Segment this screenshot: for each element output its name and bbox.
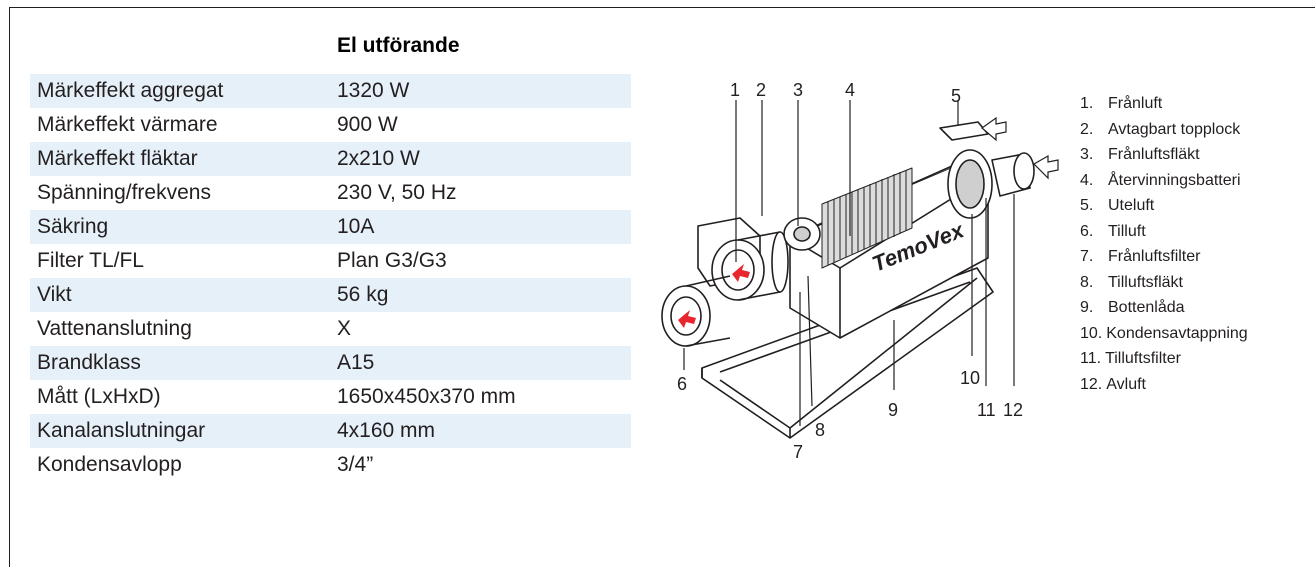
spec-label: Vattenanslutning — [37, 317, 192, 340]
spec-header-title: El utförande — [337, 34, 460, 57]
extract-fan — [783, 217, 821, 251]
spec-value: 1320 W — [337, 79, 410, 102]
spec-label: Brandklass — [37, 351, 141, 374]
legend-item: 12.Avluft — [1080, 375, 1146, 393]
callout-8: 8 — [815, 420, 825, 440]
spec-value: X — [337, 317, 352, 340]
callout-3: 3 — [793, 80, 803, 100]
outdoor-air-arrow — [981, 116, 1007, 142]
spec-label: Kondensavlopp — [37, 453, 182, 476]
callout-1: 1 — [730, 80, 740, 100]
callout-10: 10 — [960, 368, 980, 388]
spec-row: Kanalanslutningar 4x160 mm — [30, 414, 631, 448]
document-frame — [9, 7, 1315, 567]
spec-label: Kanalanslutningar — [37, 419, 206, 442]
legend-item: 10.Kondensavtappning — [1080, 324, 1248, 342]
spec-label: Märkeffekt fläktar — [37, 147, 198, 170]
extract-air-arrow — [732, 264, 750, 282]
exhaust-air-arrow — [1033, 154, 1059, 180]
supply-duct — [661, 217, 789, 347]
spec-label: Säkring — [37, 215, 109, 238]
callout-9: 9 — [888, 400, 898, 420]
callout-6: 6 — [677, 374, 687, 394]
spec-header: El utförande — [30, 34, 631, 74]
spec-value: 1650x450x370 mm — [337, 385, 516, 408]
spec-label: Mått (LxHxD) — [37, 385, 161, 408]
spec-row: Brandklass A15 — [30, 346, 631, 380]
legend-item: 11.Tilluftsfilter — [1080, 350, 1181, 367]
spec-value: 230 V, 50 Hz — [337, 181, 457, 204]
heat-exchanger — [821, 167, 913, 269]
callout-5: 5 — [951, 86, 961, 106]
spec-table: El utförande Märkeffekt aggregat 1320 W … — [30, 34, 631, 482]
spec-row: Säkring 10A — [30, 210, 631, 244]
spec-row: Vattenanslutning X — [30, 312, 631, 346]
spec-value: 3/4” — [337, 453, 374, 476]
spec-row: Märkeffekt värmare 900 W — [30, 108, 631, 142]
ventilation-unit-diagram: TemoVex 1 2 3 4 5 6 7 8 9 10 11 12 — [661, 80, 1059, 462]
spec-label: Vikt — [37, 283, 72, 306]
spec-row: Märkeffekt aggregat 1320 W — [30, 74, 631, 108]
spec-row: Filter TL/FL Plan G3/G3 — [30, 244, 631, 278]
legend-item: 4.Återvinningsbatteri — [1080, 171, 1241, 189]
spec-value: Plan G3/G3 — [337, 249, 447, 272]
callout-11: 11 — [977, 400, 996, 420]
outline-arrows — [981, 116, 1059, 180]
leader-lines — [683, 100, 1015, 426]
supply-air-arrow — [678, 310, 696, 328]
legend-item: 9.Bottenlåda — [1080, 299, 1185, 316]
spec-row: Märkeffekt fläktar 2x210 W — [30, 142, 631, 176]
spec-value: 2x210 W — [337, 147, 420, 170]
callout-2: 2 — [756, 80, 766, 100]
parts-legend: 1.Frånluft 2.Avtagbart topplock 3.Frånlu… — [1080, 91, 1248, 397]
legend-item: 8.Tilluftsfläkt — [1080, 273, 1183, 291]
airflow-arrows — [678, 264, 750, 328]
spec-value: 900 W — [337, 113, 398, 136]
legend-item: 6.Tilluft — [1080, 222, 1146, 240]
spec-row: Vikt 56 kg — [30, 278, 631, 312]
callout-4: 4 — [845, 80, 855, 100]
spec-label: Märkeffekt värmare — [37, 113, 218, 136]
callout-12: 12 — [1003, 400, 1023, 420]
outdoor-ducts — [939, 121, 1035, 219]
spec-value: A15 — [337, 351, 375, 374]
spec-value: 56 kg — [337, 283, 389, 306]
legend-item: 5.Uteluft — [1080, 197, 1155, 214]
spec-label: Filter TL/FL — [37, 249, 144, 272]
spec-row: Mått (LxHxD) 1650x450x370 mm — [30, 380, 631, 414]
spec-value: 10A — [337, 215, 375, 238]
spec-row: Kondensavlopp 3/4” — [30, 448, 631, 482]
legend-item: 3.Frånluftsfläkt — [1080, 146, 1200, 163]
spec-label: Spänning/frekvens — [37, 181, 211, 204]
spec-row: Spänning/frekvens 230 V, 50 Hz — [30, 176, 631, 210]
spec-value: 4x160 mm — [337, 419, 436, 442]
legend-item: 2.Avtagbart topplock — [1080, 120, 1241, 138]
spec-label: Märkeffekt aggregat — [37, 79, 224, 102]
legend-item: 7.Frånluftsfilter — [1080, 248, 1201, 265]
callout-7: 7 — [793, 442, 803, 462]
legend-item: 1.Frånluft — [1080, 95, 1163, 112]
